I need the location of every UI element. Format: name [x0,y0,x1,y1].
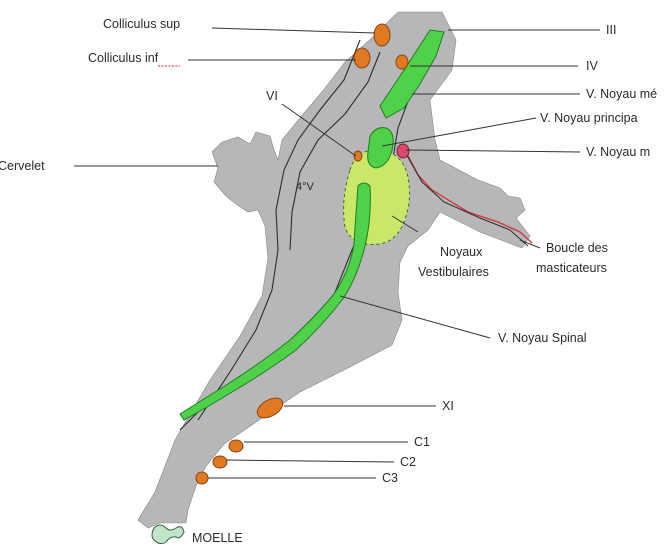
label-colliculus-inf: Colliculus inf [88,51,159,65]
label-fourth-ventricle: 4°V [296,181,315,193]
label-cervelet: Cervelet [0,159,45,173]
label-noyaux: Noyaux [440,245,483,259]
label-iii: III [606,23,616,37]
label-vi: VI [266,89,278,103]
label-vestibulaires: Vestibulaires [418,265,489,279]
nucleus-iv [396,55,408,69]
label-iv: IV [586,59,598,73]
label-v-noyau-meso: V. Noyau mé [586,87,657,101]
colliculus-sup-nucleus [374,24,390,46]
label-colliculus-sup: Colliculus sup [103,17,180,31]
trigeminal-motor-nucleus [397,144,409,158]
label-boucle: Boucle des [546,241,608,255]
spinal-cord-section [152,525,184,544]
label-c1: C1 [414,435,430,449]
leader-colliculus-sup [212,28,375,33]
nucleus-c1 [229,440,243,452]
label-masticateurs: masticateurs [536,261,607,275]
label-v-noyau-moteur: V. Noyau m [586,145,650,159]
label-v-noyau-principal: V. Noyau principa [540,111,638,125]
label-moelle: MOELLE [192,531,243,545]
label-c2: C2 [400,455,416,469]
colliculus-inf-nucleus [354,48,370,68]
nucleus-c3 [196,472,208,484]
nucleus-c2 [213,456,227,468]
label-c3: C3 [382,471,398,485]
label-xi: XI [442,399,454,413]
label-v-noyau-spinal: V. Noyau Spinal [498,331,587,345]
leader-c2 [226,460,394,462]
